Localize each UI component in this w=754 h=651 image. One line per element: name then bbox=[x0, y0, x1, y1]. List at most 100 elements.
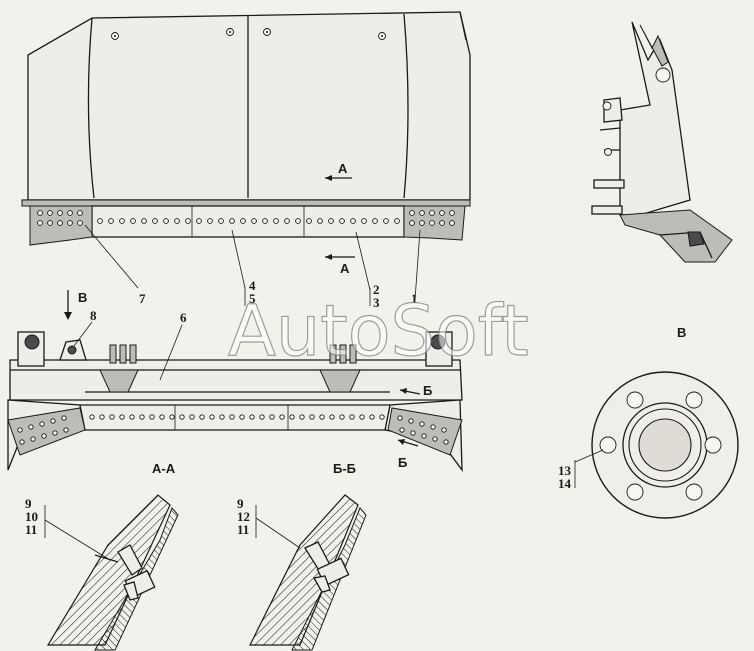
bb-callout-9: 9 bbox=[237, 496, 244, 511]
bolt-hole bbox=[37, 220, 43, 226]
section-aa-detail bbox=[44, 494, 179, 651]
bolt-hole bbox=[99, 414, 105, 420]
bolt-hole bbox=[77, 210, 83, 216]
bolt-hole bbox=[185, 218, 191, 224]
aa-callout-9: 9 bbox=[25, 496, 32, 511]
bolt-hole bbox=[328, 218, 334, 224]
bolt-hole bbox=[306, 218, 312, 224]
bolt-hole bbox=[130, 218, 136, 224]
bolt-hole bbox=[443, 439, 449, 445]
bolt-hole bbox=[57, 210, 63, 216]
bolt-hole bbox=[379, 414, 385, 420]
callout-1: 1 bbox=[411, 291, 418, 306]
bolt-hole bbox=[319, 414, 325, 420]
bolt-hole bbox=[129, 414, 135, 420]
bolt-hole bbox=[350, 218, 356, 224]
bolt-hole bbox=[449, 220, 455, 226]
rear-brackets bbox=[109, 344, 357, 364]
bolt-hole bbox=[149, 414, 155, 420]
bolt-hole bbox=[189, 414, 195, 420]
bolt-hole bbox=[397, 415, 403, 421]
bolt-hole bbox=[77, 220, 83, 226]
rear-bolt-holes bbox=[17, 414, 449, 445]
bolt-hole bbox=[262, 218, 268, 224]
bolt-hole bbox=[299, 414, 305, 420]
bolt-hole bbox=[57, 220, 63, 226]
bolt-hole bbox=[361, 218, 367, 224]
flange-view bbox=[574, 371, 739, 519]
bolt-hole bbox=[196, 218, 202, 224]
bolt-hole bbox=[408, 418, 414, 424]
bolt-hole bbox=[295, 218, 301, 224]
bolt-hole bbox=[419, 210, 425, 216]
bolt-hole bbox=[39, 421, 45, 427]
bolt-hole bbox=[174, 218, 180, 224]
label-arrow-b2: Б bbox=[398, 455, 407, 470]
bolt-hole bbox=[449, 210, 455, 216]
bolt-hole bbox=[47, 210, 53, 216]
bolt-hole bbox=[432, 436, 438, 442]
bolt-hole bbox=[383, 218, 389, 224]
bolt-hole bbox=[139, 414, 145, 420]
section-a-arrow-mid: А bbox=[325, 254, 355, 276]
label-arrow-b: Б bbox=[423, 383, 432, 398]
cutting-edge-bolt-holes bbox=[37, 210, 455, 226]
bolt-hole bbox=[284, 218, 290, 224]
section-b-arrows: Б Б bbox=[397, 383, 432, 470]
bolt-hole bbox=[50, 418, 56, 424]
bolt-hole bbox=[159, 414, 165, 420]
view-title-v: В bbox=[677, 325, 686, 340]
bolt-hole bbox=[207, 218, 213, 224]
bolt-hole bbox=[239, 414, 245, 420]
bolt-hole bbox=[349, 414, 355, 420]
callout-3: 3 bbox=[373, 295, 380, 310]
bb-callout-11: 11 bbox=[237, 522, 249, 537]
bolt-hole bbox=[429, 210, 435, 216]
callout-5: 5 bbox=[249, 291, 256, 306]
label-view-b: В bbox=[78, 290, 87, 305]
callout-13: 13 bbox=[558, 463, 572, 478]
bolt-hole bbox=[19, 439, 25, 445]
bolt-hole bbox=[372, 218, 378, 224]
section-title-bb: Б-Б bbox=[333, 461, 356, 476]
bolt-hole bbox=[229, 414, 235, 420]
bolt-hole bbox=[28, 424, 34, 430]
bolt-hole bbox=[317, 218, 323, 224]
bolt-hole bbox=[199, 414, 205, 420]
bolt-hole bbox=[409, 210, 415, 216]
blade-front-view bbox=[21, 11, 471, 246]
callout-4: 4 bbox=[249, 278, 256, 293]
bolt-hole bbox=[67, 210, 73, 216]
bolt-hole bbox=[47, 220, 53, 226]
bolt-hole bbox=[409, 220, 415, 226]
bolt-hole bbox=[119, 218, 125, 224]
callout-6: 6 bbox=[180, 310, 187, 325]
bb-callout-12: 12 bbox=[237, 509, 250, 524]
label-a-mid: А bbox=[340, 261, 350, 276]
callout-14: 14 bbox=[558, 476, 572, 491]
bolt-hole bbox=[229, 218, 235, 224]
bolt-hole bbox=[163, 218, 169, 224]
bolt-hole bbox=[179, 414, 185, 420]
bolt-hole bbox=[251, 218, 257, 224]
bolt-hole bbox=[269, 414, 275, 420]
bolt-hole bbox=[410, 430, 416, 436]
bolt-hole bbox=[399, 427, 405, 433]
bolt-hole bbox=[369, 414, 375, 420]
section-bb-detail bbox=[249, 494, 367, 651]
watermark: AutoSoft bbox=[228, 290, 529, 372]
front-view-leaders bbox=[84, 224, 421, 306]
bolt-hole bbox=[289, 414, 295, 420]
bolt-hole bbox=[152, 218, 158, 224]
bolt-hole bbox=[63, 427, 69, 433]
bolt-hole bbox=[109, 414, 115, 420]
bolt-hole bbox=[209, 414, 215, 420]
bolt-hole bbox=[419, 421, 425, 427]
bolt-hole bbox=[430, 424, 436, 430]
bolt-hole bbox=[421, 433, 427, 439]
aa-callout-11: 11 bbox=[25, 522, 37, 537]
label-a-top: А bbox=[338, 161, 348, 176]
bolt-hole bbox=[419, 220, 425, 226]
